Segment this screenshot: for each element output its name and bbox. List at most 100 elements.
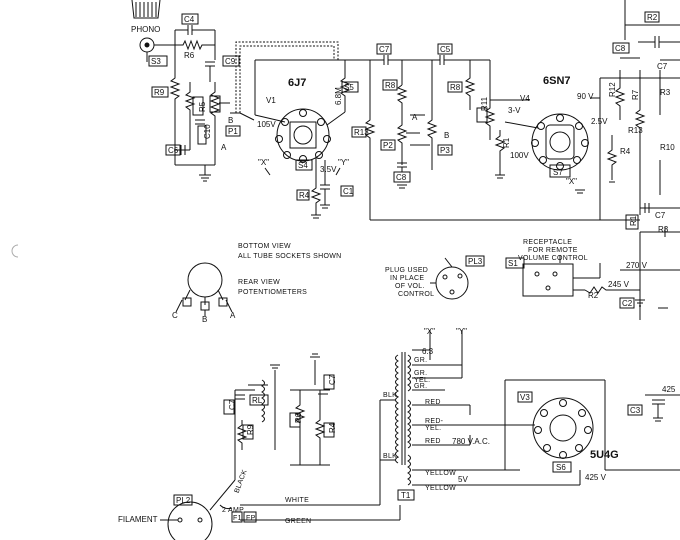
- r2-top-label: R2: [647, 13, 658, 22]
- s5-label: S5: [344, 83, 354, 92]
- a-label-mid: A: [412, 113, 418, 122]
- c7-mid-label: C7: [655, 211, 666, 220]
- r6-low-label: R6: [294, 412, 303, 423]
- s6-label: S6: [556, 463, 566, 472]
- labels-layer: PHONO S3 C4 R6 C9 R9 R5 C6 C10 P1 B A V1…: [118, 13, 676, 525]
- plug-line2: IN PLACE: [390, 275, 424, 282]
- pl2-label: PL2: [176, 496, 191, 505]
- gr-label: GR.: [414, 357, 427, 364]
- a-label: A: [221, 143, 227, 152]
- receptacle-line1: RECEPTACLE: [523, 239, 572, 246]
- filament-label: FILAMENT: [118, 515, 158, 524]
- bottom-view-line1: BOTTOM VIEW: [238, 243, 291, 250]
- v5-label: 5V: [458, 475, 468, 484]
- c4-label: C4: [184, 15, 195, 24]
- v1-label: V1: [266, 96, 276, 105]
- r5-label: R5: [198, 101, 207, 112]
- amp-label: 2 AMP: [222, 507, 244, 514]
- transformer-primary: [395, 354, 399, 464]
- r13-label: R13: [354, 128, 369, 137]
- red3-label: RED: [425, 438, 441, 445]
- v425-right-label: 425: [662, 385, 676, 394]
- yellow1-label: YELLOW: [425, 470, 456, 477]
- c3-label: C3: [630, 406, 641, 415]
- s4-label: S4: [298, 161, 308, 170]
- plug-line3: OF VOL.: [395, 283, 425, 290]
- s7-label: S7: [553, 168, 563, 177]
- white-wire-label: WHITE: [285, 497, 309, 504]
- red2-label: RED-YEL.: [425, 418, 444, 432]
- r11-label: R11: [480, 96, 489, 111]
- r4-low-label: R4: [328, 422, 337, 433]
- r12-label: R12: [608, 82, 617, 97]
- p2-label: P2: [383, 141, 393, 150]
- x-mark-low: "X": [424, 327, 435, 336]
- c5-label: C5: [440, 45, 451, 54]
- v3-rect-label: V3: [520, 393, 530, 402]
- pot-c-label: C: [172, 311, 178, 320]
- s3-label: S3: [151, 57, 161, 66]
- c10-label: C10: [203, 124, 212, 139]
- b-label: B: [228, 116, 233, 125]
- r13-right-label: R13: [628, 126, 643, 135]
- tube-5u4g-label: 5U4G: [590, 449, 619, 461]
- r4-right-label: R4: [620, 147, 631, 156]
- c7-top-label: C7: [379, 45, 390, 54]
- p3-label: P3: [440, 146, 450, 155]
- c6-label: C6: [168, 146, 179, 155]
- r4-label: R4: [299, 191, 310, 200]
- t1-label: T1: [401, 491, 411, 500]
- rl-label: RL: [252, 396, 263, 405]
- tube-6sn7-label: 6SN7: [543, 75, 571, 87]
- pot-b-label: B: [202, 315, 207, 324]
- green-wire-label: GREEN: [285, 518, 311, 525]
- b-label-mid: B: [444, 131, 449, 140]
- r10-label: R10: [660, 143, 675, 152]
- c8-mid-label: C8: [396, 173, 407, 182]
- r7-label: R7: [631, 89, 640, 100]
- x-mark-6sn7: "X": [566, 177, 577, 186]
- c8-top-label: C8: [615, 44, 626, 53]
- red1-label: RED: [425, 399, 441, 406]
- v90-label: 90 V: [577, 92, 594, 101]
- v6-3-label: 6.3: [422, 347, 434, 356]
- fp-label: FP: [246, 515, 256, 522]
- phono-jack-body: [131, 0, 161, 19]
- gr-yel-label: GR.YEL.: [414, 370, 430, 384]
- remote-volume-receptacle: [522, 263, 574, 297]
- r8b-label: R8: [450, 83, 461, 92]
- v100-label: 100V: [510, 151, 529, 160]
- r1-label: R1: [502, 137, 511, 148]
- c2-label: C2: [622, 299, 633, 308]
- c9-label: C9: [225, 57, 236, 66]
- v105-label: 105V: [257, 120, 276, 129]
- c7-low-label: C7: [228, 399, 237, 410]
- r9-low-label: R9: [246, 424, 255, 435]
- r1-right-label: R1: [629, 215, 638, 226]
- p1-label: P1: [228, 127, 238, 136]
- v3-label: 3-V: [508, 106, 521, 115]
- r3-label: R3: [660, 88, 671, 97]
- blk-bot-label: BLK.: [383, 453, 399, 460]
- tube-6j7-label: 6J7: [288, 77, 306, 89]
- c7-low2-label: C7: [328, 374, 337, 385]
- pl3-label: PL3: [468, 257, 483, 266]
- r2-mid-label: R2: [588, 291, 599, 300]
- x-mark-label: "X": [258, 158, 269, 167]
- r68m-label: 6.8M: [334, 87, 343, 105]
- v270-label: 270 V: [626, 261, 648, 270]
- receptacle-line3: VOLUME CONTROL: [518, 255, 588, 262]
- pot-a-label: A: [230, 311, 236, 320]
- y-mark-label: "Y": [338, 158, 349, 167]
- vac-label: 780 V.A.C.: [452, 437, 490, 446]
- v3-5-label: 3.5V: [320, 165, 337, 174]
- plug-line4: CONTROL: [398, 291, 434, 298]
- s1-label: S1: [508, 259, 518, 268]
- rear-view-line2: POTENTIOMETERS: [238, 289, 307, 296]
- c7-right-label: C7: [657, 62, 668, 71]
- r9-label: R9: [154, 88, 165, 97]
- c1-label: C1: [343, 187, 354, 196]
- v4-label: V4: [520, 94, 530, 103]
- potentiometer-rear-view: [187, 262, 223, 298]
- r6-label: R6: [184, 51, 195, 60]
